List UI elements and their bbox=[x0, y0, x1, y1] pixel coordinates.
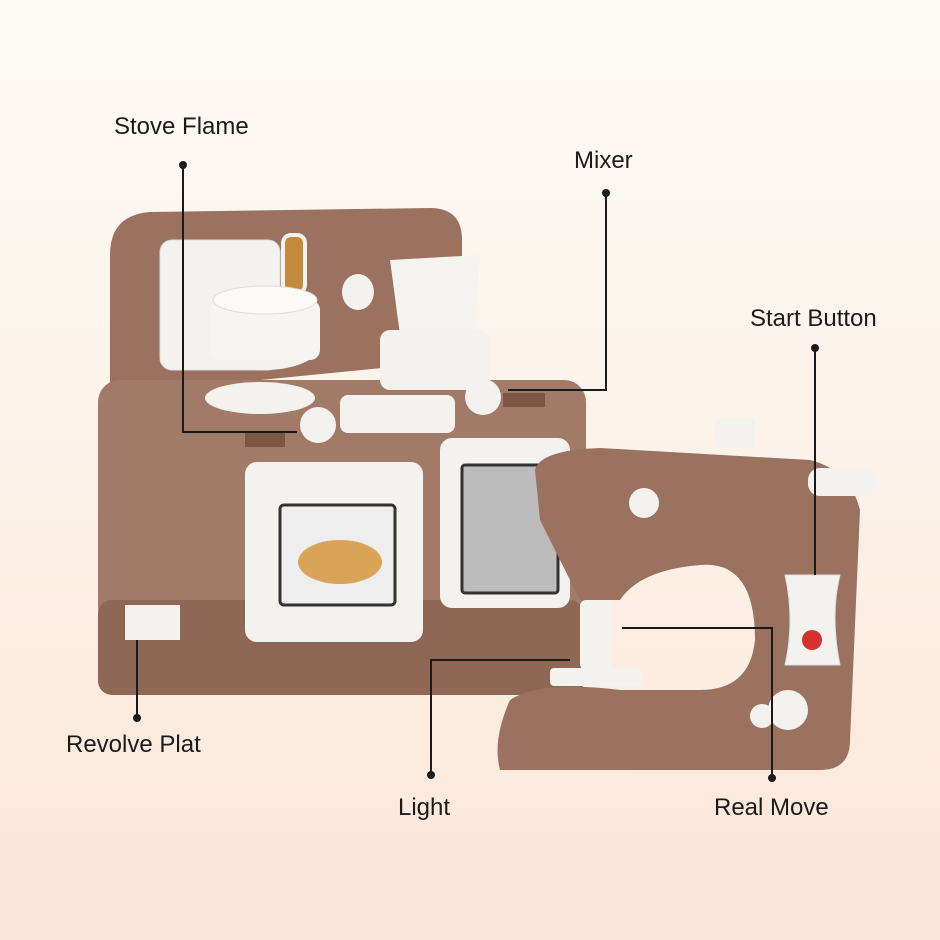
callout-stove-flame: Stove Flame bbox=[114, 113, 249, 140]
toy-stove bbox=[98, 208, 586, 695]
callout-real-move: Real Move bbox=[714, 794, 829, 821]
leader-lines bbox=[136, 165, 816, 778]
leader-dots bbox=[133, 161, 819, 782]
callout-revolve-plat: Revolve Plat bbox=[66, 731, 201, 758]
callout-light: Light bbox=[398, 794, 451, 821]
callout-start-button: Start Button bbox=[750, 305, 877, 332]
callout-mixer: Mixer bbox=[574, 147, 633, 174]
toy-sewing-machine bbox=[497, 418, 876, 770]
